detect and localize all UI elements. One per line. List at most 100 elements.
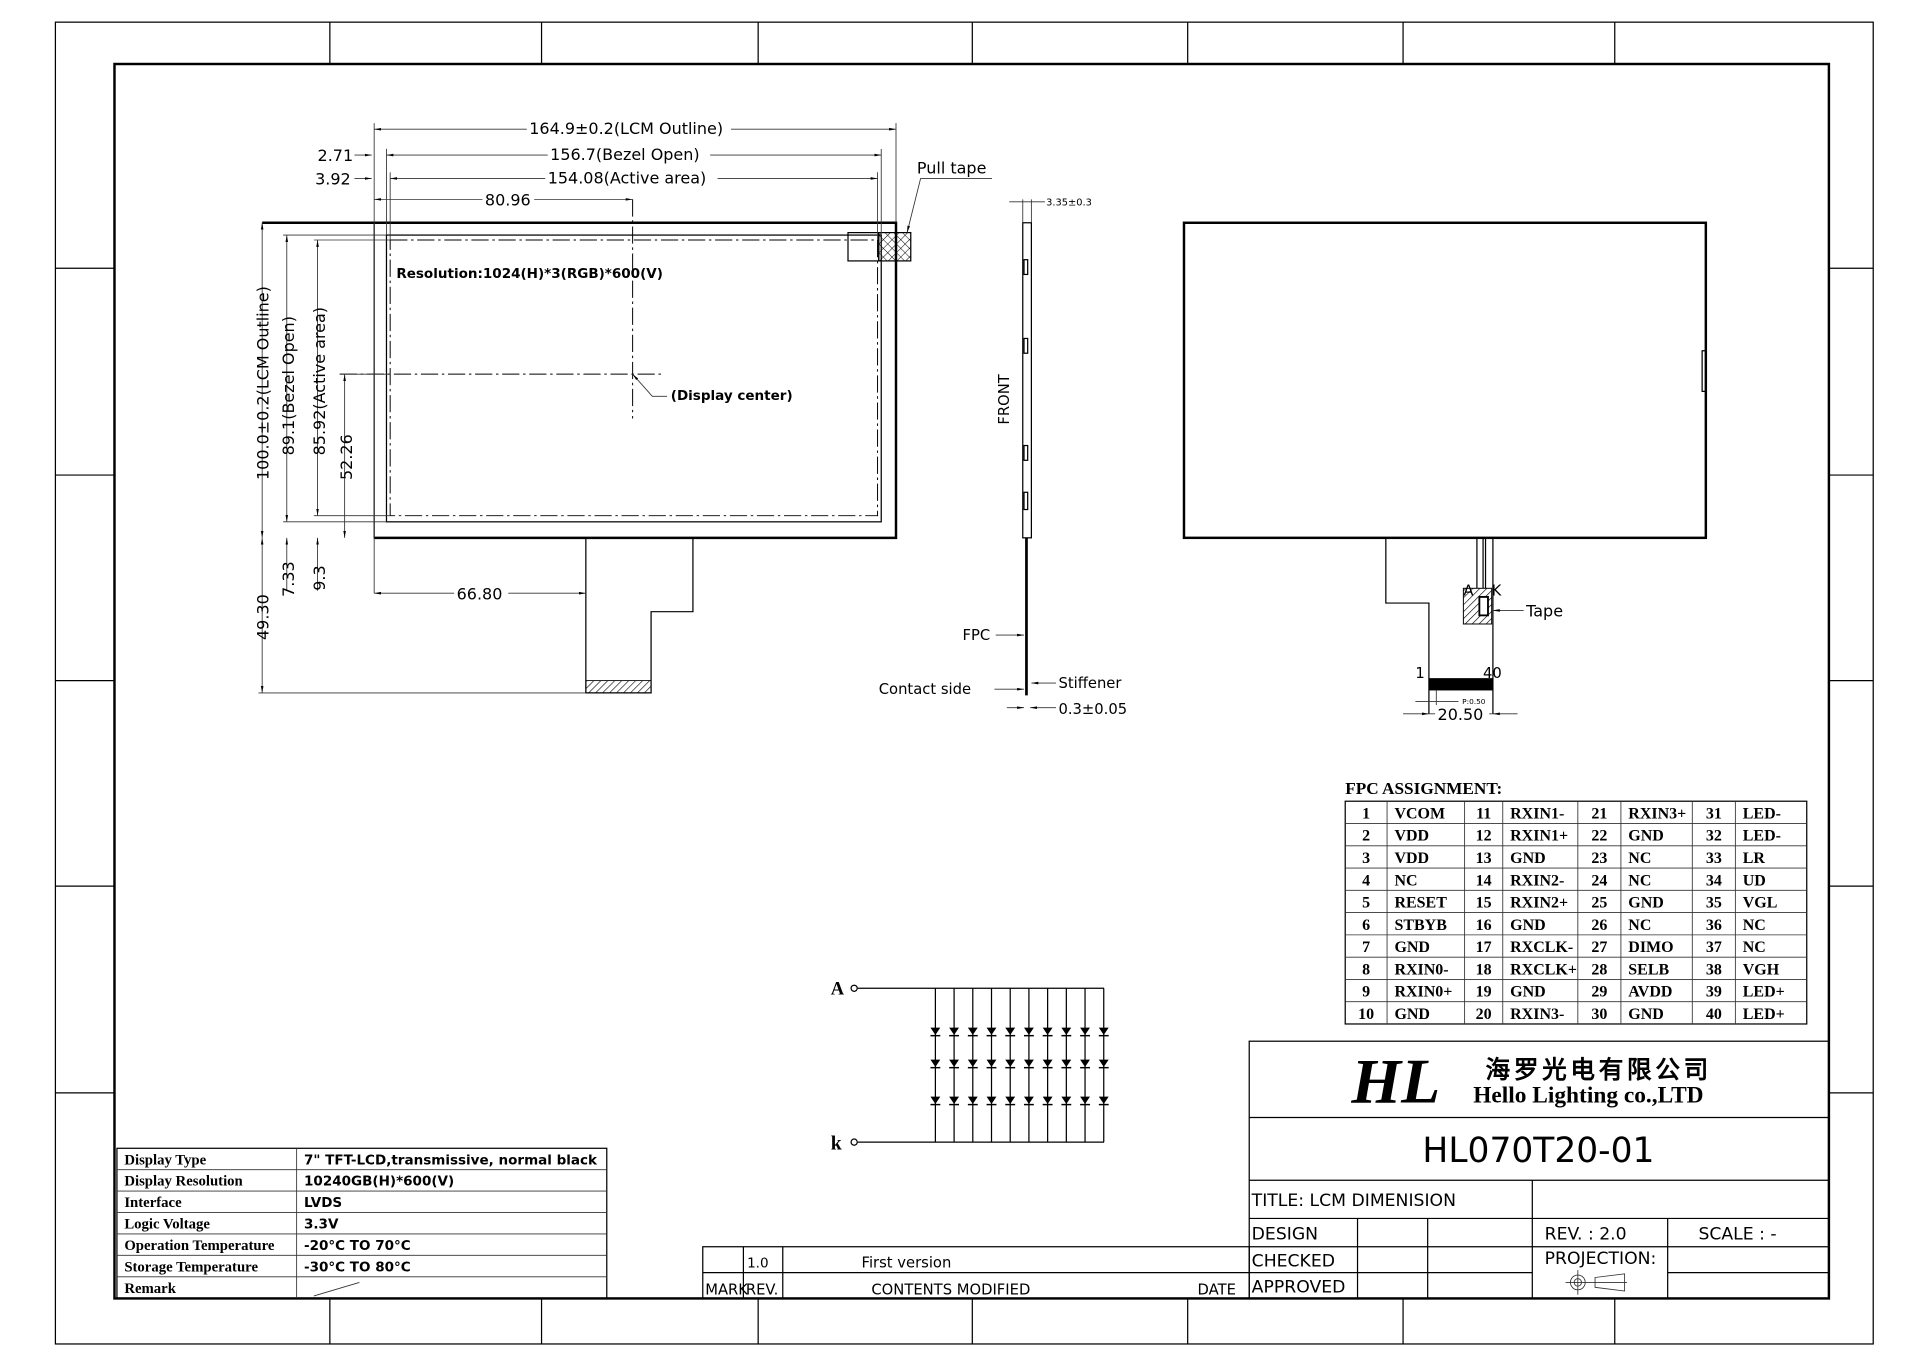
dim-lcm-outline-height: 100.0±0.2(LCM Outline) — [253, 286, 272, 480]
pin-signal: VGL — [1743, 895, 1778, 912]
dim-bezel-open-width: 156.7(Bezel Open) — [550, 145, 699, 164]
pin-number: 15 — [1476, 895, 1492, 912]
dim-fpc-length: 49.30 — [253, 594, 272, 640]
anode-label: A — [1463, 583, 1473, 600]
pin-number: 9 — [1362, 984, 1370, 1001]
spec-label: Interface — [124, 1195, 182, 1211]
pin-number: 37 — [1706, 939, 1722, 956]
led-diode-icon — [1023, 1027, 1034, 1037]
revision-content: First version — [862, 1255, 952, 1272]
pin-signal: GND — [1394, 939, 1430, 956]
pin-number: 2 — [1362, 828, 1370, 845]
scale-label: SCALE : - — [1698, 1224, 1776, 1244]
thickness-dim: 3.35±0.3 — [1046, 198, 1092, 209]
pin-number: 21 — [1591, 805, 1607, 822]
dim-active-area-width: 154.08(Active area) — [548, 168, 707, 187]
fpc-thickness-dim: 0.3±0.05 — [1058, 701, 1127, 718]
pin-number: 4 — [1362, 872, 1370, 889]
pin-signal: RXIN0- — [1394, 961, 1448, 978]
pin-number: 27 — [1591, 939, 1607, 956]
pin-signal: LED- — [1743, 805, 1781, 822]
spec-row: Logic Voltage 3.3V — [124, 1217, 339, 1233]
pin-signal: GND — [1394, 1006, 1430, 1023]
contact-side-label: Contact side — [879, 681, 971, 698]
pin-number: 24 — [1591, 872, 1607, 889]
title-block: HL 海罗光电有限公司 Hello Lighting co.,LTD HL070… — [1248, 1040, 1830, 1300]
led-diode-icon — [930, 1027, 941, 1037]
spec-value: 7" TFT-LCD,transmissive, normal black — [304, 1152, 598, 1168]
pin-signal: VDD — [1394, 850, 1429, 867]
company-logo: HL — [1350, 1046, 1440, 1117]
led-diode-icon — [1098, 1027, 1109, 1037]
pin-signal: NC — [1628, 917, 1651, 934]
led-diode-icon — [1080, 1096, 1090, 1106]
pin-signal: RXIN0+ — [1394, 984, 1452, 1001]
pin-signal: GND — [1628, 1006, 1664, 1023]
pin-number: 6 — [1362, 917, 1370, 934]
spec-value: LVDS — [304, 1195, 342, 1211]
pin-signal: RXIN1- — [1510, 805, 1564, 822]
approved-label: APPROVED — [1252, 1277, 1346, 1297]
design-label: DESIGN — [1252, 1224, 1318, 1244]
pin-number: 22 — [1591, 828, 1607, 845]
part-number: HL070T20-01 — [1422, 1131, 1654, 1171]
pin-signal: RXIN1+ — [1510, 828, 1568, 845]
pin-signal: RXIN2+ — [1510, 895, 1568, 912]
pin-signal: SELB — [1628, 961, 1669, 978]
pin-40-label: 40 — [1483, 665, 1502, 682]
company-name-english: Hello Lighting co.,LTD — [1473, 1083, 1703, 1109]
led-diode-icon — [1061, 1059, 1072, 1069]
pin-number: 8 — [1362, 961, 1370, 978]
dim-bezel-offset: 2.71 — [318, 146, 354, 165]
mark-header: MARK — [705, 1282, 748, 1299]
led-diode-icon — [1061, 1027, 1072, 1037]
pin-signal: RXCLK+ — [1510, 961, 1577, 978]
pin-number: 1 — [1362, 805, 1370, 822]
pin-signal: RXIN3+ — [1628, 805, 1686, 822]
cathode-label: K — [1492, 583, 1502, 600]
pin-number: 28 — [1591, 961, 1607, 978]
pin-number: 17 — [1476, 939, 1492, 956]
pin-number: 11 — [1476, 805, 1491, 822]
pin-signal: GND — [1628, 895, 1664, 912]
fpc-label: FPC — [962, 627, 990, 644]
revision-number: 1.0 — [747, 1256, 769, 1272]
led-diode-icon — [967, 1096, 978, 1106]
revision-label: REV. : 2.0 — [1545, 1224, 1627, 1244]
pin-signal: VDD — [1394, 828, 1429, 845]
spec-label: Logic Voltage — [124, 1217, 210, 1233]
pin-number: 20 — [1476, 1006, 1492, 1023]
spec-label: Storage Temperature — [124, 1259, 258, 1275]
revision-block: 1.0 First version MARK REV. CONTENTS MOD… — [702, 1246, 1250, 1300]
led-diode-icon — [1098, 1096, 1109, 1106]
led-diode-icon — [967, 1059, 978, 1069]
pin-signal: RXIN2- — [1510, 872, 1564, 889]
pin-signal: STBYB — [1394, 917, 1447, 934]
pin-signal: GND — [1510, 984, 1546, 1001]
dim-active-offset: 3.92 — [315, 170, 351, 189]
led-diode-icon — [1061, 1096, 1072, 1106]
spec-row: Remark — [124, 1281, 176, 1297]
pin-signal: GND — [1510, 850, 1546, 867]
pin-number: 36 — [1706, 917, 1722, 934]
spec-label: Display Type — [124, 1152, 206, 1168]
led-diode-icon — [949, 1096, 960, 1106]
pin-number: 29 — [1591, 984, 1607, 1001]
led-diode-icon — [1023, 1059, 1034, 1069]
fpc-width-dim: 20.50 — [1438, 705, 1484, 724]
led-diode-icon — [1005, 1027, 1016, 1037]
pin-signal: NC — [1743, 917, 1766, 934]
pull-tape-hatch — [878, 231, 912, 262]
pin-signal: NC — [1394, 872, 1417, 889]
spec-value: 3.3V — [304, 1217, 339, 1233]
pin-number: 25 — [1591, 895, 1607, 912]
pin-number: 12 — [1476, 828, 1492, 845]
led-diode-icon — [1005, 1059, 1016, 1069]
pin-signal: NC — [1743, 939, 1766, 956]
pin-signal: LR — [1743, 850, 1766, 867]
